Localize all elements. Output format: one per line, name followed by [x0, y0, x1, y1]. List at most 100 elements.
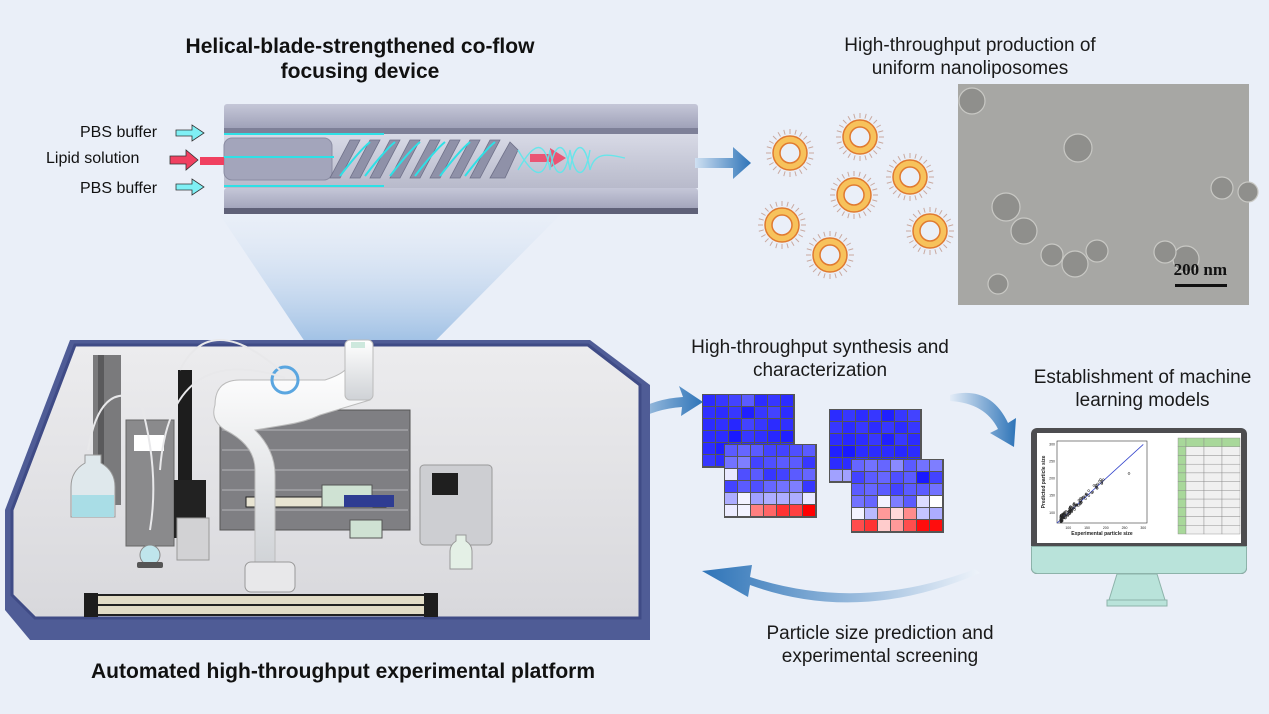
heatmap-cell — [703, 443, 715, 454]
heatmap-cell — [803, 493, 815, 504]
vial-icon — [449, 534, 473, 570]
outer-tube-bottom — [224, 188, 698, 214]
heatmap-cell — [803, 481, 815, 492]
magnifier-ring — [270, 365, 300, 395]
heatmap-cell — [803, 505, 815, 516]
table-cell — [1185, 507, 1205, 517]
y-tick-label: 150 — [1049, 494, 1055, 498]
inner-needle — [223, 137, 333, 181]
production-title-line1: High-throughput production of — [844, 35, 1096, 56]
heatmap-cell — [729, 431, 741, 442]
cryo-tem-micrograph: 200 nm — [958, 84, 1259, 305]
syringe-column — [178, 370, 192, 510]
x-tick-label: 250 — [1122, 526, 1128, 530]
table-cell — [1221, 455, 1241, 465]
micrograph-vesicles — [958, 87, 1259, 295]
heatmap-cell — [777, 505, 789, 516]
production-title-line2: uniform nanoliposomes — [871, 58, 1069, 79]
table-cell — [1203, 437, 1223, 447]
heatmap-cell — [930, 496, 942, 507]
feedback-label-line2: experimental screening — [781, 646, 979, 667]
robot-arm — [213, 364, 371, 571]
heatmap-cell — [904, 520, 916, 531]
heatmap-cell — [865, 484, 877, 495]
heatmap-cell — [703, 419, 715, 430]
vesicle — [1210, 176, 1234, 200]
data-point — [1059, 518, 1063, 521]
heatmap-cell — [917, 508, 929, 519]
heatmap-cell — [755, 419, 767, 430]
x-tick-label: 200 — [1103, 526, 1109, 530]
heatmap-cell — [917, 484, 929, 495]
y-tick-label: 300 — [1049, 442, 1055, 446]
table-cell — [1221, 516, 1241, 526]
heatmap-cell — [703, 455, 715, 466]
liposome-illustration — [758, 113, 954, 279]
ml-title-line1: Establishment of machine — [1033, 367, 1252, 388]
heatmap-cell — [716, 431, 728, 442]
heatmap-cell — [878, 472, 890, 483]
heatmap-cell — [755, 431, 767, 442]
heatmap-cell — [852, 508, 864, 519]
vesicle — [1010, 217, 1038, 245]
data-point — [1063, 511, 1067, 514]
heatmap-cell — [781, 407, 793, 418]
data-point — [1098, 479, 1101, 483]
heatmap-cell — [865, 460, 877, 471]
data-point — [1095, 484, 1098, 487]
data-point — [1079, 497, 1082, 500]
feedback-arrow-icon — [702, 565, 980, 603]
heatmap-cell — [703, 407, 715, 418]
table-cell — [1185, 481, 1205, 491]
heatmap-cell — [790, 505, 802, 516]
heatmap-cell — [852, 484, 864, 495]
table-cell — [1177, 463, 1187, 474]
heatmap-cell — [777, 457, 789, 468]
heatmap-cell — [781, 395, 793, 406]
heatmap-cell — [755, 395, 767, 406]
data-point — [1068, 512, 1071, 516]
device-title: Helical-blade-strengthened co-flow focus… — [110, 34, 610, 84]
heatmap-cell — [878, 508, 890, 519]
table-cell — [1221, 472, 1241, 482]
vesicle — [958, 87, 986, 115]
table-cell — [1221, 437, 1241, 447]
heatmap-cell — [869, 434, 881, 445]
heatmap-cell — [852, 472, 864, 483]
data-point — [1087, 494, 1091, 498]
y-tick-label: 100 — [1049, 511, 1055, 515]
heatmap-cell — [891, 484, 903, 495]
lipid-stream — [200, 157, 224, 165]
data-point — [1059, 519, 1063, 523]
table-cell — [1221, 525, 1241, 535]
heatmap-cell — [738, 457, 750, 468]
heatmap-cell — [738, 445, 750, 456]
zoom-cone — [220, 215, 560, 415]
heatmap-cell — [865, 508, 877, 519]
y-tick-label: 250 — [1049, 460, 1055, 464]
heatmap-cell — [930, 484, 942, 495]
table-cell — [1203, 507, 1223, 517]
heatmap-cell — [830, 422, 842, 433]
table-cell — [1177, 481, 1187, 491]
flow-line-bottom — [224, 185, 384, 187]
x-axis-label: Experimental particle size — [1071, 531, 1133, 537]
heatmap-cell — [716, 443, 728, 454]
vesicle — [991, 192, 1021, 222]
heatmap-cell — [856, 410, 868, 421]
table-cell — [1221, 463, 1241, 474]
heatmap-cell — [891, 496, 903, 507]
platform-title: Automated high-throughput experimental p… — [91, 660, 595, 683]
heatmap-cell — [917, 460, 929, 471]
heatmap-cell — [738, 505, 750, 516]
heatmap-cell — [904, 460, 916, 471]
x-tick-label: 150 — [1084, 526, 1090, 530]
heatmap-cell — [908, 422, 920, 433]
heatmap-cell — [703, 431, 715, 442]
heatmap-cell — [755, 407, 767, 418]
heatmap-cell — [768, 407, 780, 418]
heatmap-cell — [725, 505, 737, 516]
table-cell — [1185, 490, 1205, 500]
data-point — [1059, 515, 1063, 519]
